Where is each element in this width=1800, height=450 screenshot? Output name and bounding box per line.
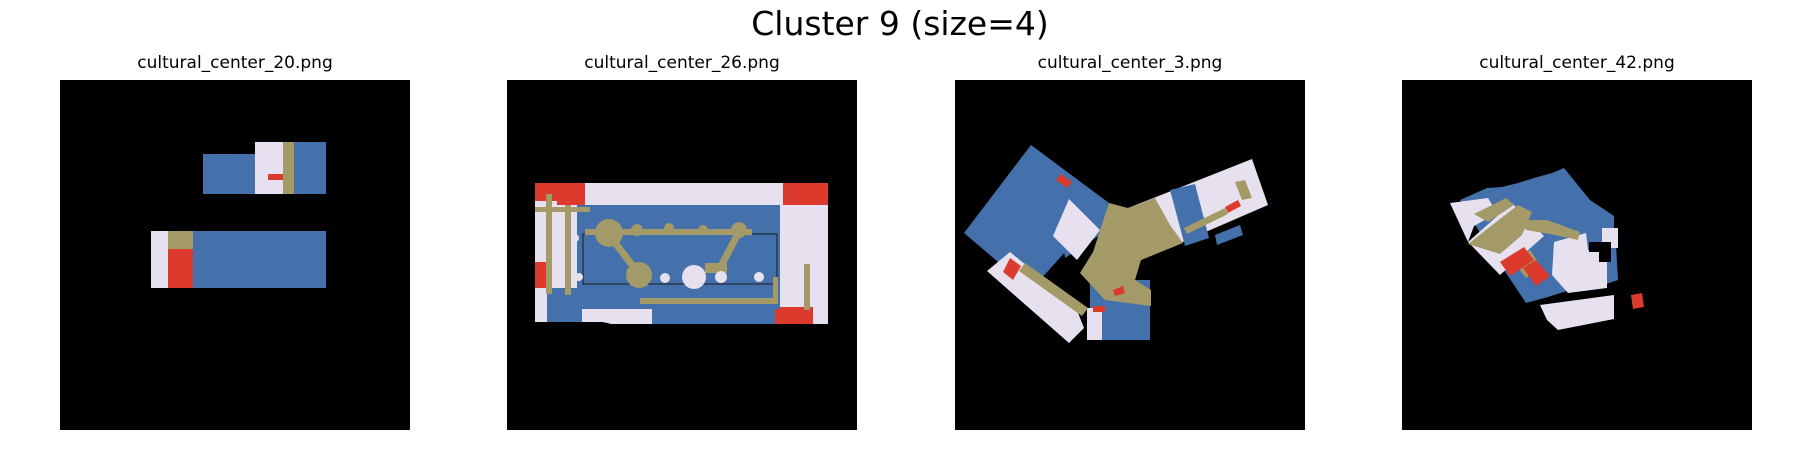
- corridor-olive: [631, 224, 643, 236]
- corridor-olive: [1468, 205, 1532, 254]
- room-red: [775, 307, 813, 324]
- corridor-olive: [1474, 198, 1514, 222]
- room-blue: [294, 142, 326, 194]
- floor-plan-image: [60, 80, 410, 430]
- figure-title: Cluster 9 (size=4): [751, 4, 1049, 43]
- floor-plan-rooms: [964, 145, 1268, 343]
- room-red: [1523, 260, 1550, 286]
- panel-cultural-center-3: cultural_center_3.png: [955, 48, 1305, 450]
- corridor-olive: [640, 298, 778, 304]
- corridor-olive: [1235, 180, 1252, 200]
- room-lavender: [255, 142, 283, 194]
- room-lavender: [571, 234, 579, 242]
- room-red: [1113, 286, 1125, 296]
- room-blue: [193, 231, 326, 288]
- panel-title: cultural_center_26.png: [584, 53, 780, 73]
- corridor-olive: [565, 205, 571, 295]
- room-lavender: [715, 271, 727, 283]
- room-red: [1225, 200, 1241, 213]
- room-lavender: [1552, 233, 1607, 293]
- room-lavender: [682, 265, 706, 289]
- floor-plan-image: [1402, 80, 1752, 430]
- floor-plan-rooms: [1450, 168, 1644, 330]
- room-blue: [203, 154, 255, 194]
- room-lavender: [781, 213, 795, 229]
- corridor-olive: [705, 263, 727, 273]
- corridor-olive: [168, 231, 193, 249]
- corridor-olive: [626, 262, 652, 288]
- corridor-olive: [1019, 263, 1088, 316]
- floor-plan-image: [507, 80, 857, 430]
- corridor-olive: [535, 207, 590, 212]
- corridor-olive: [1080, 198, 1183, 306]
- room-blue: [1215, 225, 1243, 245]
- room-blue: [1170, 184, 1209, 246]
- room-red: [1056, 174, 1072, 188]
- floor-plan-image: [955, 80, 1305, 430]
- corridor-olive: [773, 277, 778, 304]
- room-red: [557, 183, 585, 205]
- room-lavender: [1540, 295, 1614, 330]
- panel-cultural-center-20: cultural_center_20.png: [60, 48, 410, 450]
- room-lavender: [1087, 308, 1102, 340]
- room-lavender: [1589, 252, 1599, 262]
- corridor-olive: [664, 223, 674, 233]
- floor-plan-rooms: [151, 142, 326, 288]
- corridor-olive: [698, 225, 708, 235]
- room-lavender: [754, 272, 764, 282]
- room-red: [1093, 306, 1105, 312]
- panel-title: cultural_center_42.png: [1479, 53, 1675, 73]
- courtyard-cutout: [527, 322, 635, 348]
- room-lavender: [1053, 199, 1100, 260]
- corridor-olive: [717, 230, 743, 268]
- room-red: [168, 249, 193, 288]
- room-red: [1500, 247, 1534, 276]
- room-lavender: [575, 273, 583, 281]
- panel-cultural-center-26: cultural_center_26.png: [507, 48, 857, 450]
- panel-title: cultural_center_3.png: [1037, 53, 1223, 73]
- room-blue: [964, 145, 1109, 290]
- panel-title: cultural_center_20.png: [137, 53, 333, 73]
- corridor-olive: [1522, 220, 1580, 240]
- room-blue: [652, 307, 775, 324]
- room-red: [1631, 293, 1644, 309]
- corridor-olive: [546, 194, 552, 294]
- panel-cultural-center-42: cultural_center_42.png: [1402, 48, 1752, 450]
- room-blue: [547, 288, 582, 324]
- corridor-olive: [1184, 208, 1228, 234]
- floor-plan-rooms: [527, 183, 828, 348]
- room-lavender: [151, 231, 168, 288]
- room-red: [535, 262, 547, 288]
- corridor-olive: [283, 142, 294, 194]
- room-red: [1003, 258, 1021, 280]
- room-red: [783, 183, 828, 205]
- room-lavender: [660, 273, 670, 283]
- room-red: [268, 174, 283, 180]
- corridor-olive: [804, 264, 810, 310]
